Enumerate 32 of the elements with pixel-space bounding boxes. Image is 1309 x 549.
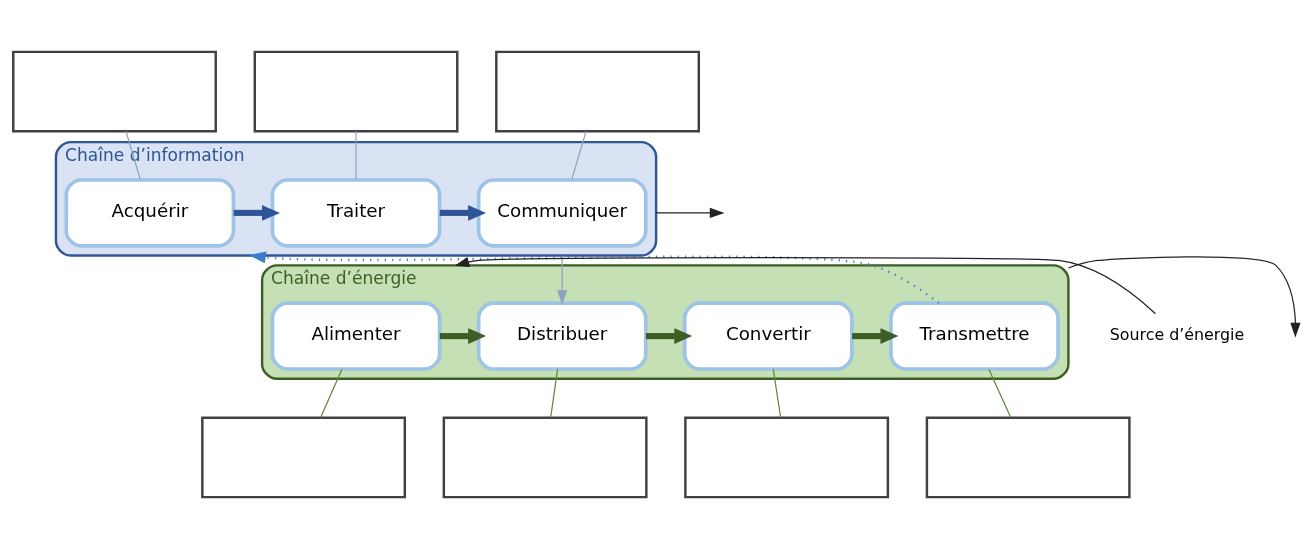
node-box: Transmettre: [889, 301, 1060, 371]
arrow: [439, 328, 487, 344]
node-box: Convertir: [682, 301, 854, 371]
node-text: Source d’énergie: [1109, 325, 1245, 345]
node-box: Distribuer: [476, 301, 648, 371]
node-box: [684, 416, 890, 499]
node-box: [253, 50, 459, 133]
arrow: [645, 328, 693, 344]
connector: [355, 130, 357, 181]
arrow: [557, 255, 568, 305]
node-box: [442, 416, 648, 499]
connector: [125, 130, 141, 181]
node-box: Communiquer: [476, 178, 648, 248]
node-box: Acquérir: [64, 178, 236, 248]
node-box: [495, 50, 700, 133]
node-box: [12, 50, 217, 133]
connector: [772, 368, 782, 419]
connector: [571, 130, 587, 181]
node-box: [925, 416, 1131, 499]
arrow: [655, 207, 725, 219]
arrow: [439, 205, 487, 221]
node-box: Traiter: [270, 178, 442, 248]
connector: [988, 368, 1012, 419]
arrow: [852, 328, 899, 344]
node-box: Alimenter: [270, 301, 442, 371]
node-box: [201, 416, 407, 499]
arrow: [233, 205, 280, 221]
arrow: [248, 251, 940, 305]
connector: [550, 368, 559, 419]
arrow: [1067, 256, 1301, 338]
arrow: [454, 256, 1157, 315]
connector: [320, 368, 343, 419]
